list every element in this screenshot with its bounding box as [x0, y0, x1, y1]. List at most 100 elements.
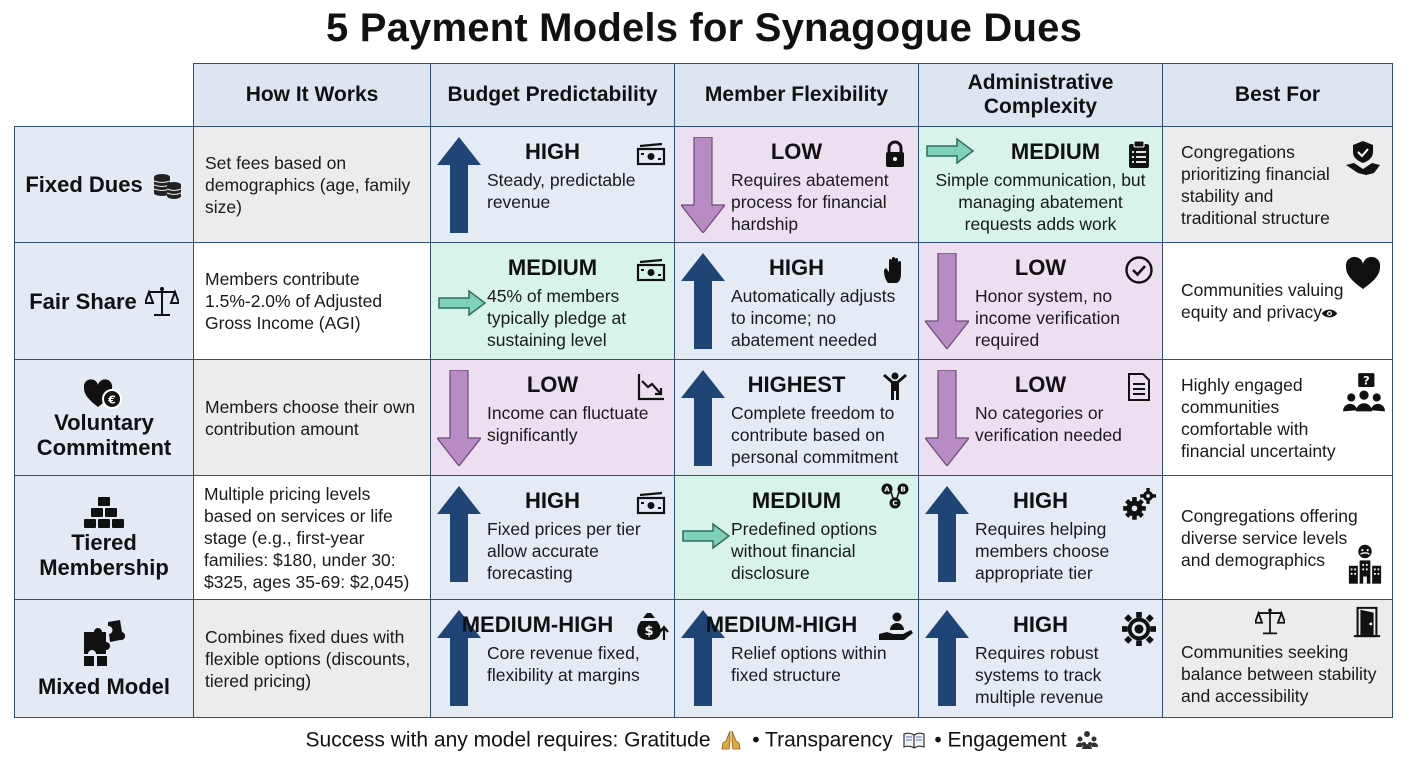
- flexibility-rating-cell: HIGHEST Complete freedom to contribute b…: [675, 360, 919, 476]
- column-header-budget: Budget Predictability: [431, 63, 675, 127]
- arrow-down-icon: [681, 137, 725, 233]
- budget-rating-cell: LOW Income can fluctuate significantly: [431, 360, 675, 476]
- arrow-up-icon: [681, 253, 725, 349]
- best-for-text: Congregations offering diverse service l…: [1181, 505, 1358, 570]
- heart-icon: [1345, 256, 1381, 289]
- puzzle-icon: [84, 620, 126, 666]
- best-for-text: Communities seeking balance between stab…: [1181, 641, 1377, 706]
- rating-description: 45% of members typically pledge at susta…: [487, 286, 627, 350]
- footer-prefix: Success with any model requires: Gratitu…: [305, 728, 711, 752]
- rating-level: HIGH: [525, 488, 580, 513]
- document-icon: [1128, 373, 1150, 401]
- eye-icon: [1321, 309, 1338, 318]
- best-for-text: Congregations prioritizing financial sta…: [1181, 141, 1330, 228]
- how-it-works-cell: Combines fixed dues with flexible option…: [194, 600, 431, 718]
- arrow-down-icon: [925, 253, 969, 349]
- rating-description: Core revenue fixed, flexibility at margi…: [487, 643, 640, 685]
- admin-rating-cell: HIGH Requires helping members choose app…: [919, 476, 1163, 600]
- rating-description: Steady, predictable revenue: [487, 170, 636, 212]
- arrow-up-icon: [925, 486, 969, 582]
- group-question-icon: ?: [1343, 373, 1385, 412]
- budget-rating-cell: MEDIUM-HIGH $ Core revenue fixed, flexib…: [431, 600, 675, 718]
- how-it-works-cell: Set fees based on demographics (age, fam…: [194, 127, 431, 243]
- arrow-up-icon: [925, 610, 969, 706]
- row-name: Tiered Membership: [39, 529, 169, 580]
- row-header-tiered: Tiered Membership: [14, 476, 194, 600]
- admin-rating-cell: MEDIUM Simple communication, but managin…: [919, 127, 1163, 243]
- budget-rating-cell: MEDIUM 45% of members typically pledge a…: [431, 243, 675, 360]
- group-icon: [1076, 731, 1099, 750]
- rating-description: No categories or verification needed: [975, 403, 1122, 445]
- rating-description: Predefined options without financial dis…: [731, 519, 877, 583]
- rating-description: Income can fluctuate significantly: [487, 403, 649, 445]
- clipboard-icon: [1129, 140, 1149, 168]
- admin-rating-cell: HIGH Requires robust systems to track mu…: [919, 600, 1163, 718]
- row-header-fair-share: Fair Share: [14, 243, 194, 360]
- rating-description: Requires helping members choose appropri…: [975, 519, 1110, 583]
- gear-icon: [1122, 612, 1156, 646]
- footer-note: Success with any model requires: Gratitu…: [0, 728, 1408, 752]
- cash-icon: [636, 142, 666, 166]
- svg-text:B: B: [900, 486, 905, 494]
- rating-description: Simple communication, but managing abate…: [935, 170, 1146, 234]
- rating-level: LOW: [770, 139, 823, 164]
- rating-level: LOW: [526, 372, 579, 397]
- admin-rating-cell: LOW No categories or verification needed: [919, 360, 1163, 476]
- rating-level: LOW: [1014, 255, 1067, 280]
- rating-description: Requires robust systems to track multipl…: [975, 643, 1104, 707]
- rating-description: Requires abatement process for financial…: [731, 170, 889, 234]
- rating-level: MEDIUM: [1010, 139, 1101, 164]
- rating-description: Relief options within fixed structure: [731, 643, 887, 685]
- rating-level: HIGH: [1013, 612, 1068, 637]
- coins-icon: [153, 173, 181, 199]
- row-header-fixed-dues: Fixed Dues: [14, 127, 194, 243]
- cash-icon: [636, 258, 666, 282]
- best-for-cell: Congregations offering diverse service l…: [1163, 476, 1393, 600]
- building-people-icon: [1348, 544, 1382, 584]
- svg-text:€: €: [107, 393, 116, 406]
- lock-icon: [886, 140, 904, 167]
- scales-icon: [144, 287, 179, 316]
- cash-icon: [636, 491, 666, 515]
- hand-icon: [884, 256, 901, 283]
- corner-cell: [14, 63, 194, 127]
- row-name: Mixed Model: [37, 674, 170, 699]
- arrow-up-icon: [437, 137, 481, 233]
- rating-description: Complete freedom to contribute based on …: [731, 403, 899, 467]
- comparison-table: How It Works Budget Predictability Membe…: [14, 63, 1393, 718]
- budget-rating-cell: HIGH Steady, predictable revenue: [431, 127, 675, 243]
- rating-level: HIGH: [525, 139, 580, 164]
- flexibility-rating-cell: LOW Requires abatement process for finan…: [675, 127, 919, 243]
- best-for-cell: Communities seeking balance between stab…: [1163, 600, 1393, 718]
- best-for-cell: Highly engaged communities comfortable w…: [1163, 360, 1393, 476]
- svg-text:?: ?: [1363, 374, 1370, 388]
- check-circle-icon: [1125, 256, 1153, 284]
- column-header-how: How It Works: [194, 63, 431, 127]
- rating-level: LOW: [1014, 372, 1067, 397]
- rating-description: Honor system, no income verification req…: [975, 286, 1120, 350]
- arrow-up-icon: [437, 610, 481, 706]
- rating-level: HIGHEST: [747, 372, 846, 397]
- best-for-cell: Congregations prioritizing financial sta…: [1163, 127, 1393, 243]
- praying-hands-icon: [721, 731, 741, 750]
- rating-level: MEDIUM-HIGH: [461, 612, 614, 637]
- flexibility-rating-cell: HIGH Automatically adjusts to income; no…: [675, 243, 919, 360]
- rating-level: HIGH: [769, 255, 824, 280]
- arrow-up-icon: [681, 370, 725, 466]
- arrow-down-icon: [437, 370, 481, 466]
- best-for-text: Communities valuing equity and privacy: [1181, 280, 1344, 322]
- flexibility-rating-cell: MEDIUM-HIGH Relief options within fixed …: [675, 600, 919, 718]
- footer-transparency: • Transparency: [752, 728, 893, 752]
- rating-level: HIGH: [1013, 488, 1068, 513]
- how-it-works-cell: Members contribute 1.5%-2.0% of Adjusted…: [194, 243, 431, 360]
- arrow-down-icon: [925, 370, 969, 466]
- open-book-icon: [902, 733, 925, 750]
- arrow-right-icon: [926, 137, 975, 165]
- how-it-works-cell: Multiple pricing levels based on service…: [194, 476, 431, 600]
- arrow-up-icon: [681, 610, 725, 706]
- door-icon: [1353, 606, 1381, 638]
- svg-text:A: A: [884, 486, 890, 494]
- best-for-cell: Communities valuing equity and privacy: [1163, 243, 1393, 360]
